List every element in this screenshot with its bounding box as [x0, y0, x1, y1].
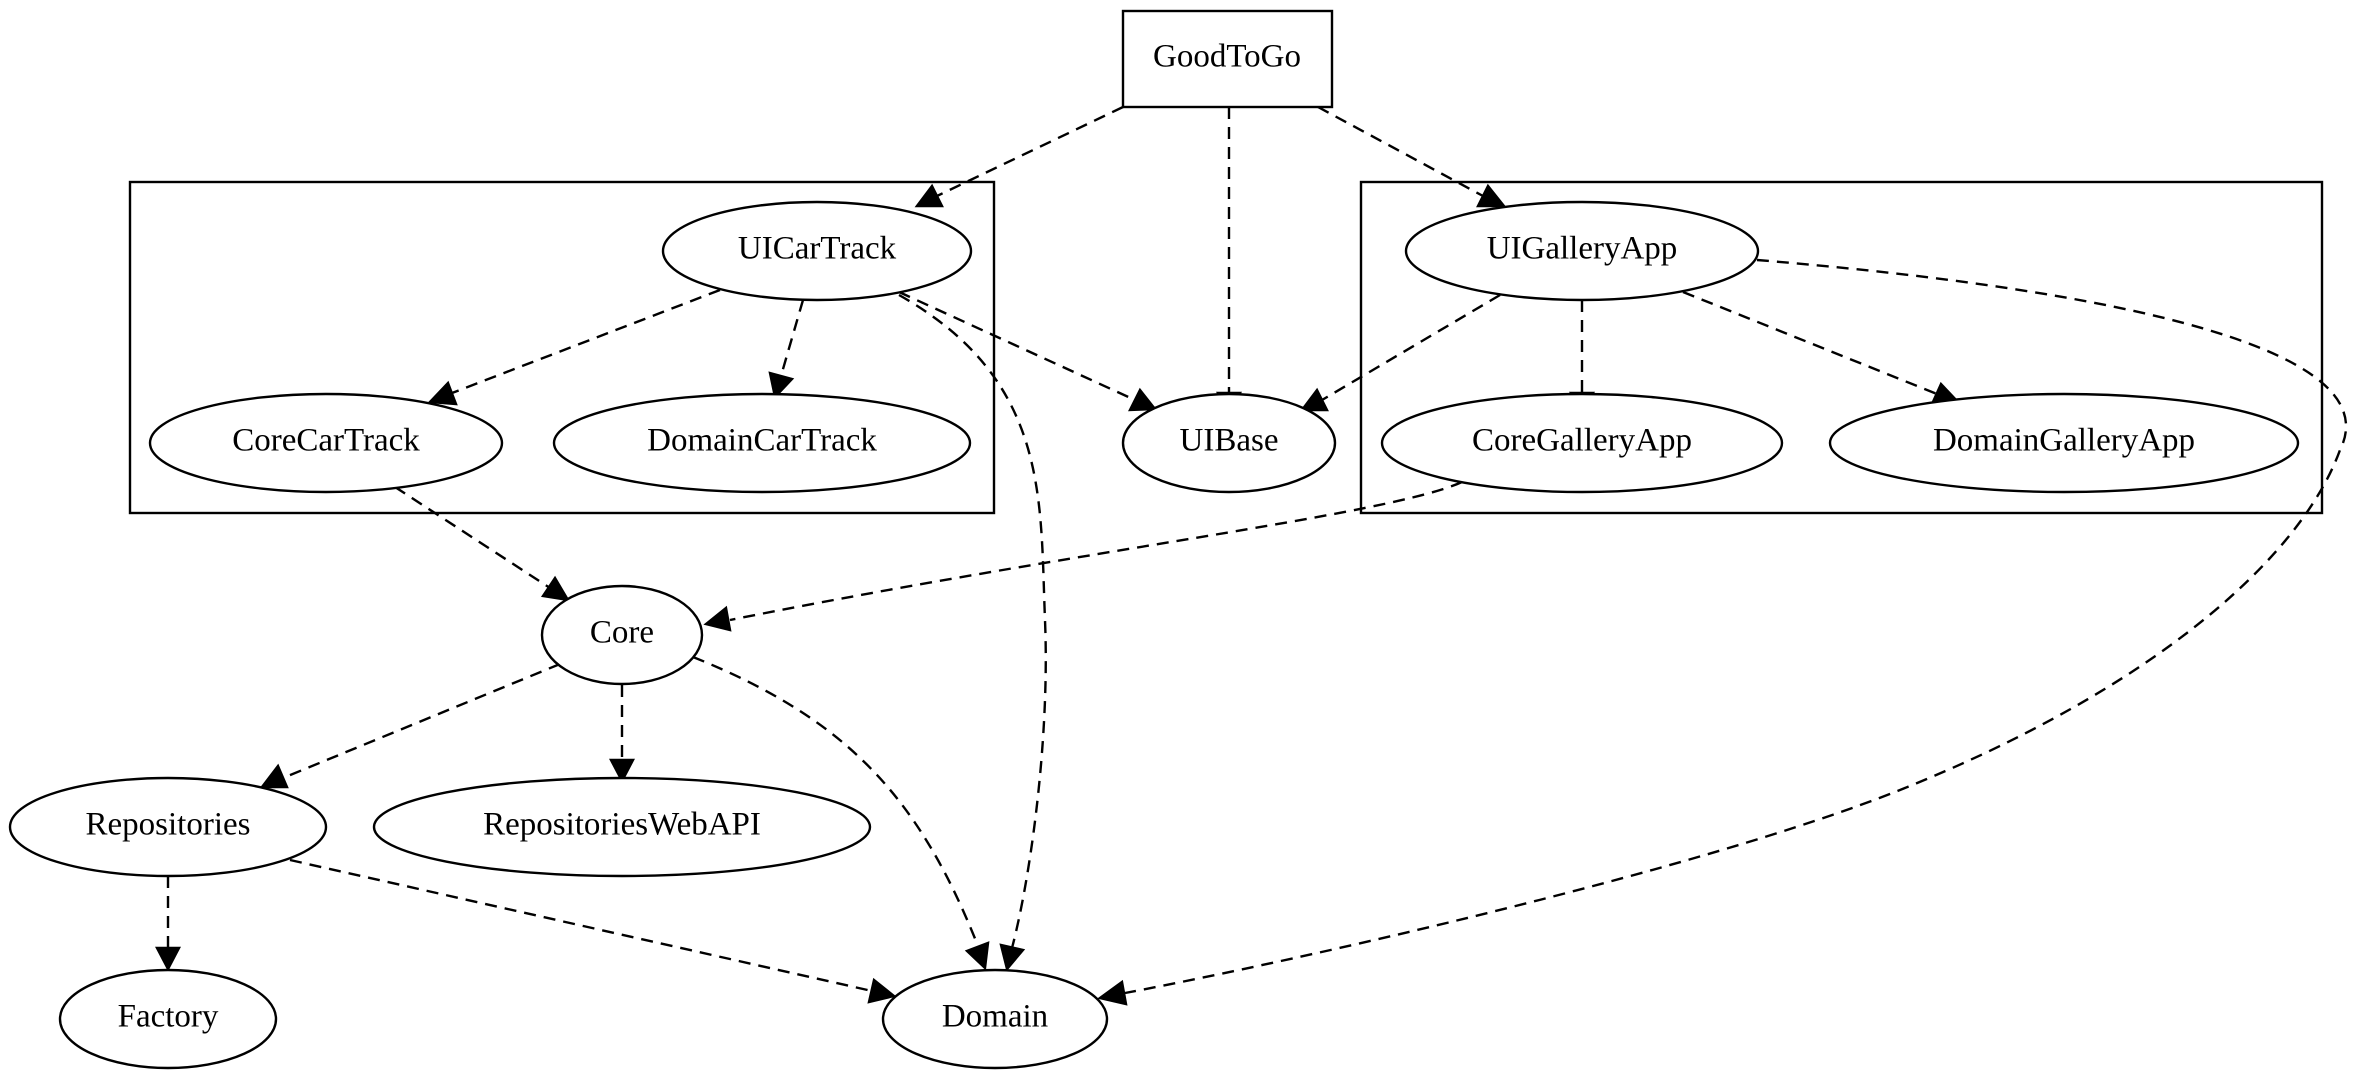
edge-repositories-to-domain — [289, 858, 897, 1004]
edge-core-to-repositorieswebapi — [609, 685, 635, 784]
edge-uigalleryapp-to-domain — [1097, 258, 2348, 1006]
node-core: Core — [540, 584, 704, 686]
edge-uicartrack-to-corecartrack — [427, 288, 721, 406]
edge-corecartrack-to-core — [394, 485, 571, 602]
nodes: GoodToGo UICarTrack CoreCarTrack DomainC… — [8, 9, 2300, 1070]
edge-uicartrack-to-domaincartrack — [768, 299, 805, 400]
node-label-uibase: UIBase — [1180, 423, 1279, 459]
edge-goodtogo-to-uicartrack — [914, 105, 1124, 208]
edge-goodtogo-to-uibase — [1216, 107, 1242, 417]
node-corecartrack: CoreCarTrack — [148, 392, 504, 494]
node-uicartrack: UICarTrack — [661, 200, 973, 302]
node-label-repositorieswebapi: RepositoriesWebAPI — [483, 807, 761, 843]
edge-coregalleryapp-to-core — [703, 480, 1463, 632]
node-label-uigalleryapp: UIGalleryApp — [1487, 231, 1678, 267]
clusters — [128, 180, 2324, 515]
node-label-domain: Domain — [942, 999, 1048, 1035]
node-label-domaincartrack: DomainCarTrack — [647, 423, 877, 459]
edge-uicartrack-to-uibase — [898, 290, 1158, 412]
node-label-repositories: Repositories — [86, 807, 251, 843]
cluster-cartrack — [128, 180, 996, 515]
node-label-core: Core — [590, 615, 654, 651]
edge-goodtogo-to-uigalleryapp — [1317, 105, 1507, 208]
edge-uigalleryapp-to-domaingalleryapp — [1682, 290, 1961, 406]
node-label-goodtogo: GoodToGo — [1153, 39, 1301, 75]
node-repositories: Repositories — [8, 776, 328, 878]
node-label-coregalleryapp: CoreGalleryApp — [1472, 423, 1692, 459]
edge-core-to-repositories — [259, 662, 561, 789]
node-uibase: UIBase — [1121, 392, 1337, 494]
cluster-galleryapp — [1359, 180, 2324, 515]
node-factory: Factory — [58, 968, 278, 1070]
edges — [155, 105, 2348, 1006]
node-domaingalleryapp: DomainGalleryApp — [1828, 392, 2300, 494]
node-label-domaingalleryapp: DomainGalleryApp — [1933, 423, 2195, 459]
node-domaincartrack: DomainCarTrack — [552, 392, 972, 494]
node-domain: Domain — [881, 968, 1109, 1070]
node-coregalleryapp: CoreGalleryApp — [1380, 392, 1784, 494]
edge-repositories-to-factory — [155, 876, 181, 972]
node-uigalleryapp: UIGalleryApp — [1404, 200, 1760, 302]
node-goodtogo: GoodToGo — [1121, 9, 1334, 109]
node-label-uicartrack: UICarTrack — [738, 231, 897, 267]
node-label-factory: Factory — [118, 999, 219, 1035]
node-label-corecartrack: CoreCarTrack — [232, 423, 420, 459]
edge-uicartrack-to-domain — [898, 293, 1047, 972]
edge-uigalleryapp-to-uibase — [1299, 293, 1501, 412]
edge-core-to-domain — [692, 655, 990, 971]
node-repositorieswebapi: RepositoriesWebAPI — [372, 776, 872, 878]
